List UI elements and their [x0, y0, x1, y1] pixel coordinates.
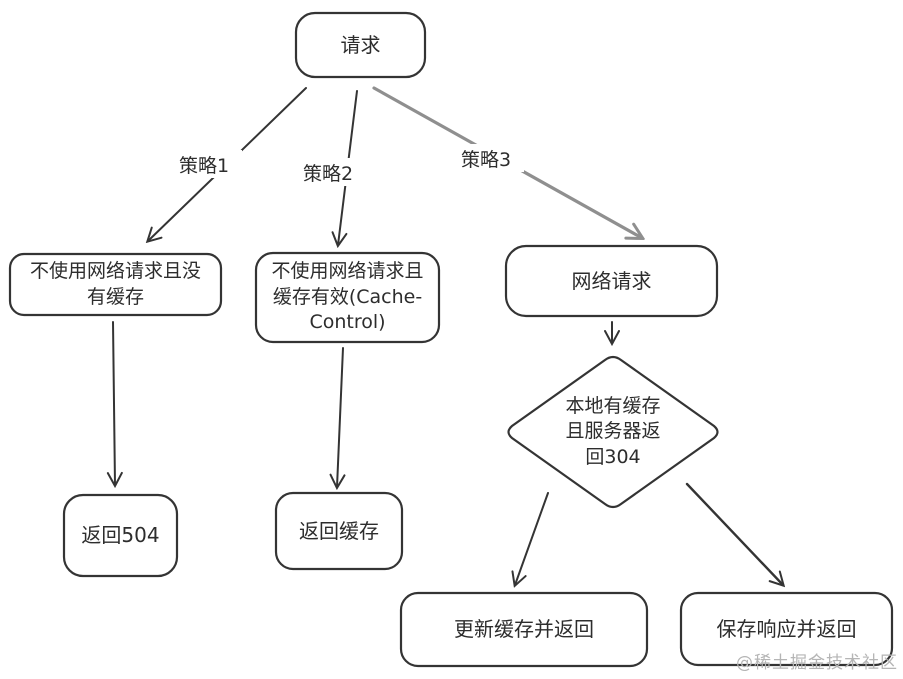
edge-no-network-cache-valid-to-return-cache — [337, 347, 343, 487]
node-save-response-shape — [679, 591, 894, 667]
node-network-request-shape — [504, 244, 719, 318]
edge-decision-to-update-cache — [515, 492, 549, 585]
node-request-shape — [294, 11, 427, 79]
node-decision-304-shape — [507, 355, 719, 509]
node-no-network-cache-valid-shape — [254, 251, 441, 344]
node-no-network-no-cache-shape — [8, 252, 223, 317]
edge-no-network-no-cache-to-return-504 — [113, 321, 115, 485]
edge-label-strategy1: 策略1 — [166, 150, 242, 178]
edge-label-strategy2: 策略2 — [290, 158, 366, 186]
edge-decision-to-save-response — [685, 482, 783, 585]
edge-label-strategy3: 策略3 — [448, 144, 524, 172]
node-update-cache-shape — [399, 591, 649, 668]
node-return-504-shape — [62, 493, 179, 578]
watermark-text: @稀土掘金技术社区 — [736, 653, 898, 673]
node-return-cache-shape — [274, 491, 404, 571]
